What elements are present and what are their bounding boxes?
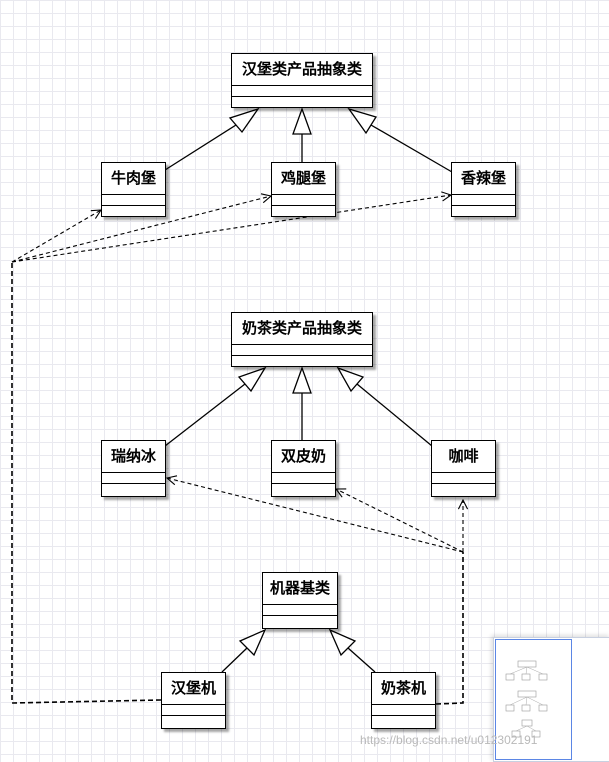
class-ruinabing[interactable]: 瑞纳冰 (101, 440, 166, 497)
class-name: 汉堡类产品抽象类 (232, 54, 372, 86)
class-name: 奶茶机 (372, 673, 435, 705)
class-burger-abstract[interactable]: 汉堡类产品抽象类 (231, 53, 373, 108)
watermark: https://blog.csdn.net/u012302191 (360, 733, 538, 747)
generalization-burger-machine (221, 647, 248, 673)
class-attributes (232, 86, 372, 97)
generalization-arrowhead (228, 107, 260, 134)
class-attributes (272, 195, 335, 206)
class-methods (232, 97, 372, 107)
class-methods (372, 716, 435, 726)
class-spicy-burger[interactable]: 香辣堡 (451, 162, 516, 217)
dependency-to-beef-burger (11, 210, 101, 263)
class-attributes (432, 473, 495, 484)
dependency-to-chicken-leg-burger (11, 196, 271, 263)
class-burger-machine[interactable]: 汉堡机 (161, 672, 226, 729)
class-methods (272, 206, 335, 216)
generalization-ruinabing (164, 383, 246, 447)
class-beef-burger[interactable]: 牛肉堡 (101, 162, 166, 217)
generalization-arrowhead (292, 366, 312, 394)
class-methods (272, 484, 335, 494)
class-methods (232, 356, 372, 366)
class-name: 香辣堡 (452, 163, 515, 195)
generalization-arrowhead (336, 366, 365, 393)
generalization-arrowhead (238, 628, 267, 657)
class-attributes (232, 345, 372, 356)
generalization-arrowhead (292, 107, 312, 135)
class-attributes (263, 605, 337, 616)
class-methods (452, 206, 515, 216)
class-double-skin-milk[interactable]: 双皮奶 (271, 440, 336, 497)
class-name: 鸡腿堡 (272, 163, 335, 195)
class-attributes (162, 705, 225, 716)
class-chicken-leg-burger[interactable]: 鸡腿堡 (271, 162, 336, 217)
generalization-arrowhead (237, 366, 267, 393)
minimap-preview (505, 660, 548, 738)
class-methods (162, 716, 225, 726)
dependency-milktea-machine-trunk (435, 552, 464, 705)
class-methods (102, 484, 165, 494)
class-name: 瑞纳冰 (102, 441, 165, 473)
class-methods (432, 484, 495, 494)
dependency-burger-machine-trunk (11, 262, 162, 704)
dependency-to-double-skin-milk (336, 489, 464, 553)
generalization-beef-burger (164, 124, 237, 171)
class-methods (102, 206, 165, 216)
class-attributes (372, 705, 435, 716)
class-attributes (452, 195, 515, 206)
dependency-to-ruinabing (167, 478, 464, 553)
class-milktea-machine[interactable]: 奶茶机 (371, 672, 436, 729)
class-name: 双皮奶 (272, 441, 335, 473)
class-name: 机器基类 (263, 573, 337, 605)
class-attributes (272, 473, 335, 484)
class-attributes (102, 473, 165, 484)
class-coffee[interactable]: 咖啡 (431, 440, 496, 497)
minimap-panel[interactable] (493, 637, 609, 762)
class-methods (263, 616, 337, 626)
class-attributes (102, 195, 165, 206)
class-name: 牛肉堡 (102, 163, 165, 195)
generalization-coffee (356, 383, 433, 447)
class-milktea-abstract[interactable]: 奶茶类产品抽象类 (231, 312, 373, 367)
generalization-spicy-burger (370, 124, 453, 173)
generalization-milktea-machine (347, 647, 376, 673)
class-name: 奶茶类产品抽象类 (232, 313, 372, 345)
class-name: 咖啡 (432, 441, 495, 473)
dependency-to-spicy-burger (11, 195, 451, 263)
generalization-arrowhead (347, 107, 378, 135)
class-machine-base[interactable]: 机器基类 (262, 572, 338, 629)
class-name: 汉堡机 (162, 673, 225, 705)
generalization-arrowhead (328, 628, 357, 657)
